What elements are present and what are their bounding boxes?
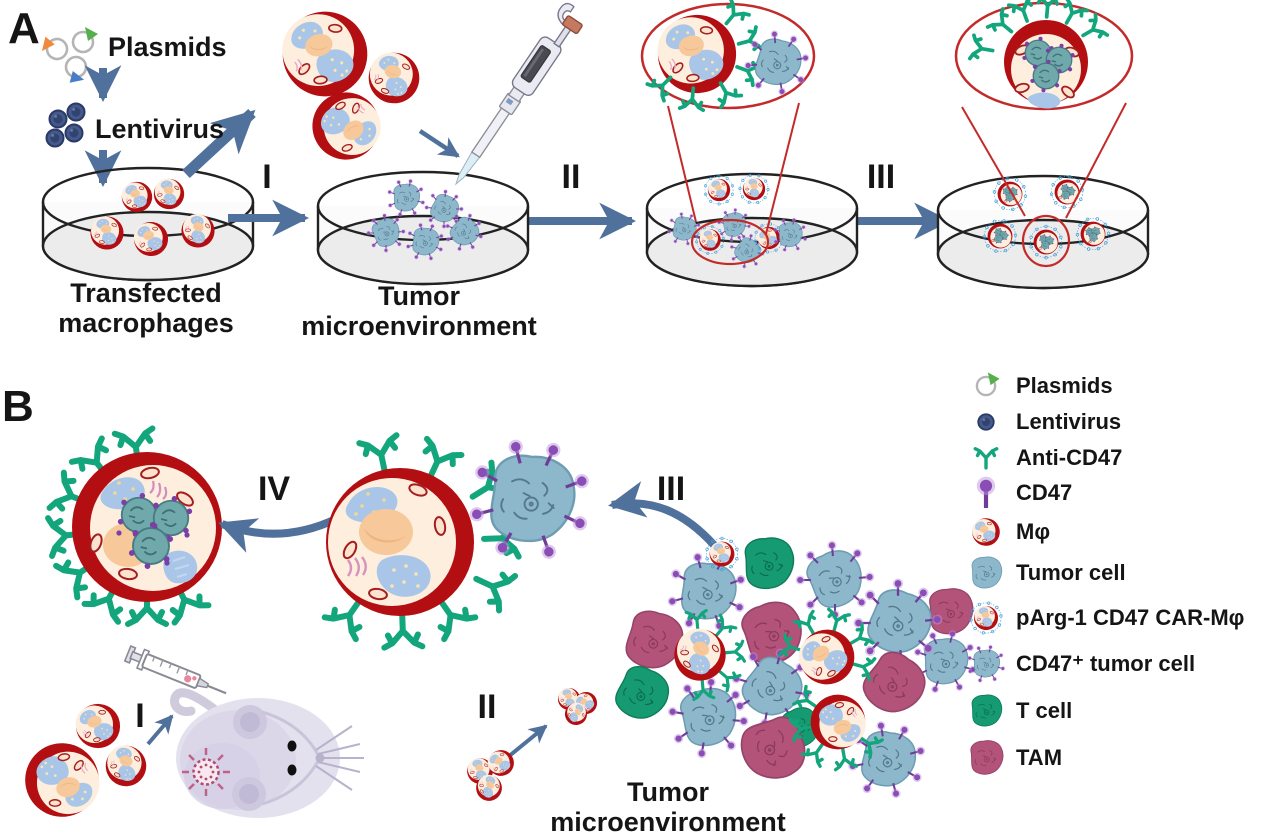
- migrating-macrophages-far: [555, 685, 602, 730]
- arrow-step-iii-b: [608, 481, 717, 548]
- lentivirus-icon: [977, 413, 995, 431]
- arrow-to-pipette-tip: [418, 129, 460, 158]
- tam-cell: [855, 645, 934, 725]
- step-iii-label-b: III: [656, 470, 686, 508]
- step-ii-label-b: II: [477, 688, 497, 726]
- arrow-step-i-b: [146, 714, 174, 746]
- arrow-dish-to-enlarged-macrophages: [182, 108, 256, 179]
- t-cell: [609, 660, 676, 728]
- step-iv-label-b: IV: [257, 470, 291, 508]
- inset2-phagocytosing-macrophage: [967, 0, 1110, 109]
- tam-icon: [966, 738, 1006, 778]
- inset-magnifier-phagocytosis: [954, 0, 1134, 219]
- plasmids-icon: [38, 27, 98, 89]
- enlarged-macrophages: [272, 1, 424, 174]
- injected-macrophages: [14, 697, 153, 828]
- cd47-receptor-icon: [966, 473, 1006, 513]
- cd47-tumor-cell-engaged: [459, 428, 601, 570]
- legend-row: CD47⁺ tumor cell: [966, 644, 1195, 684]
- car-macrophage-icon: [966, 598, 1006, 638]
- mouse-eye: [287, 764, 297, 776]
- tumor-cell-icon: [966, 553, 1006, 593]
- inset-highlight-region-1: [690, 218, 770, 266]
- arrow-step-iv-b: [218, 515, 338, 553]
- lentivirus-icon: [45, 102, 86, 148]
- mouse: [170, 688, 364, 818]
- legend-row: Anti-CD47: [966, 438, 1122, 478]
- cd47-positive-tumor-cell-icon: [966, 644, 1006, 684]
- petri-dish-car-macrophages-with-tumor: [645, 170, 859, 288]
- panel-a-label: A: [8, 4, 40, 53]
- tumor-cell: [662, 671, 755, 764]
- syringe-icon: [123, 645, 227, 695]
- legend-row: CD47: [966, 473, 1072, 513]
- inset-highlight-region-2: [1021, 214, 1071, 268]
- mouse-whiskers: [315, 725, 364, 791]
- macrophage-icon: [968, 514, 1004, 550]
- inset-magnifier-engagement: [640, 0, 819, 235]
- step-i-label-b: I: [135, 697, 145, 735]
- dish2-caption: Tumor microenvironment: [301, 281, 537, 341]
- car-macrophage-phagocytosed: [48, 428, 222, 624]
- legend-row: TAM: [966, 738, 1062, 778]
- dish1-caption: Transfected macrophages: [58, 278, 234, 338]
- legend-row: Plasmids: [966, 366, 1113, 406]
- plasmid-icon: [975, 372, 1000, 397]
- tme-caption: Tumor microenvironment: [550, 777, 786, 834]
- legend-row: T cell: [966, 691, 1072, 731]
- tumor-site: [182, 748, 230, 796]
- step-iii-label: III: [866, 158, 896, 196]
- plasmids-label: Plasmids: [108, 32, 227, 62]
- petri-dish-transfected-macrophages: [41, 166, 255, 282]
- panel-b-label: B: [2, 382, 34, 431]
- petri-dish-phagocytosis: [936, 172, 1150, 290]
- mouse-eye: [287, 740, 297, 752]
- petri-dish-tumor-microenvironment: [316, 170, 530, 286]
- legend-row: Tumor cell: [966, 553, 1126, 593]
- t-cell: [745, 538, 793, 588]
- step-i-label: I: [262, 158, 272, 196]
- anti-cd47-antibody-icon: [973, 447, 999, 470]
- arrow-step-ii-b: [506, 724, 548, 759]
- tumor-microenvironment-cluster: [609, 530, 977, 807]
- migrating-macrophages-near: [464, 745, 519, 807]
- legend-row: Mφ: [966, 512, 1050, 552]
- t-cell-icon: [966, 691, 1006, 731]
- lentivirus-label: Lentivirus: [95, 114, 225, 144]
- car-macrophage-engaging: [325, 435, 519, 647]
- step-ii-label: II: [561, 158, 581, 196]
- legend-row: pArg-1 CD47 CAR-Mφ: [966, 598, 1244, 638]
- legend-row: Lentivirus: [966, 402, 1121, 442]
